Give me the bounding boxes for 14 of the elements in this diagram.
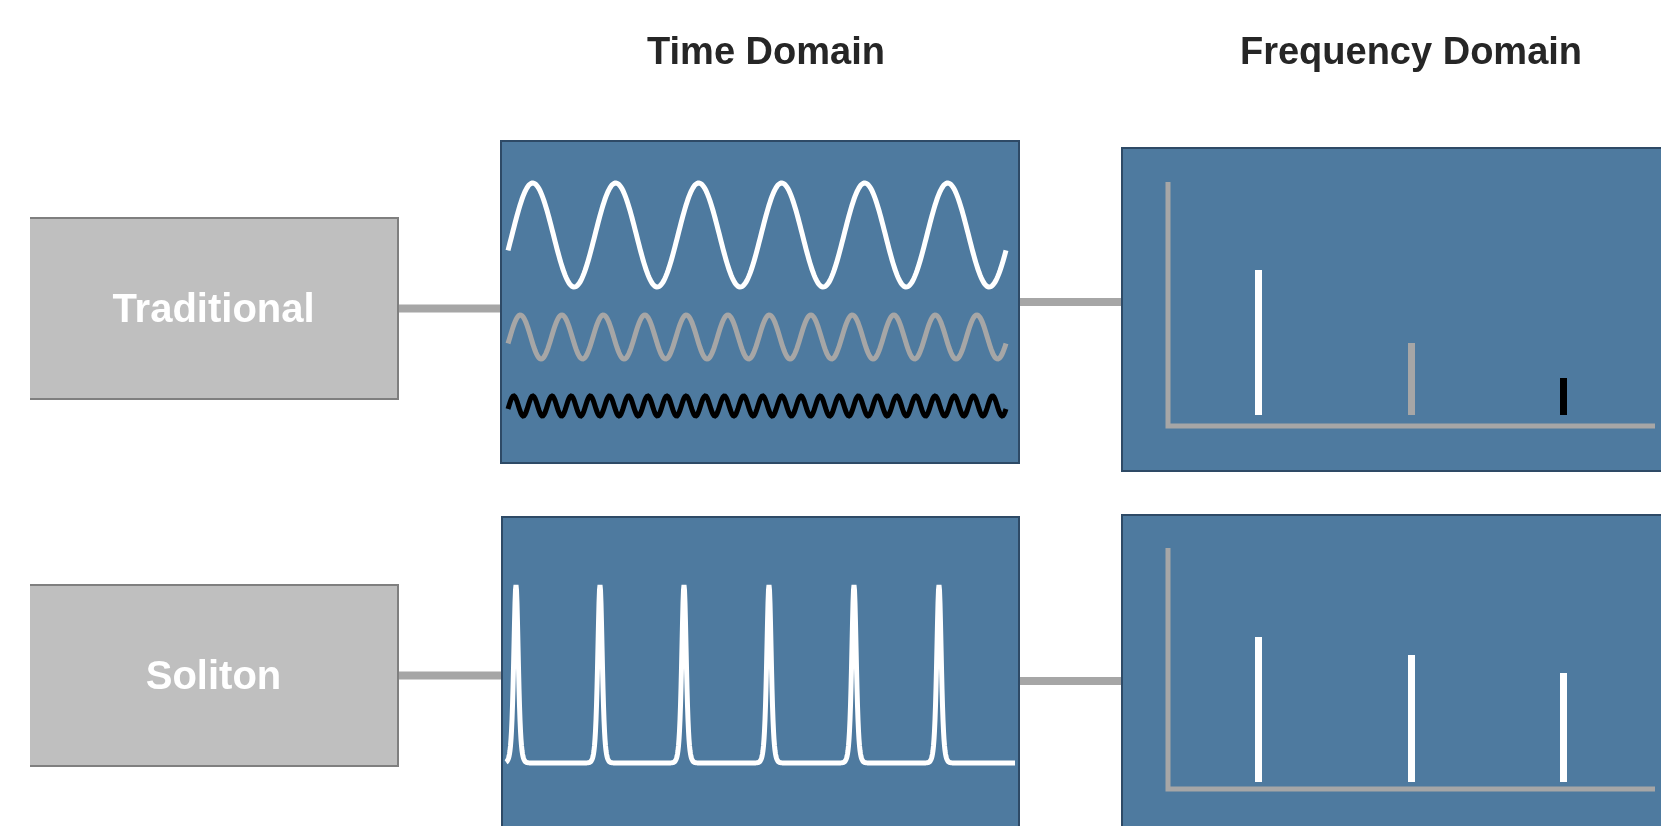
category-label: Soliton	[145, 653, 282, 698]
connector-line	[1020, 298, 1121, 306]
connector-line	[1020, 677, 1121, 685]
time-domain-panel	[500, 140, 1020, 464]
frequency-domain-panel	[1121, 514, 1661, 826]
connector-line	[399, 671, 501, 680]
column-heading: Frequency Domain	[1239, 30, 1583, 73]
frequency-domain-panel	[1121, 147, 1661, 472]
connector-line	[399, 304, 500, 313]
category-box	[30, 217, 399, 400]
column-heading: Time Domain	[647, 30, 885, 73]
category-label: Traditional	[112, 286, 315, 331]
time-domain-panel	[501, 516, 1020, 826]
category-box	[30, 584, 399, 767]
